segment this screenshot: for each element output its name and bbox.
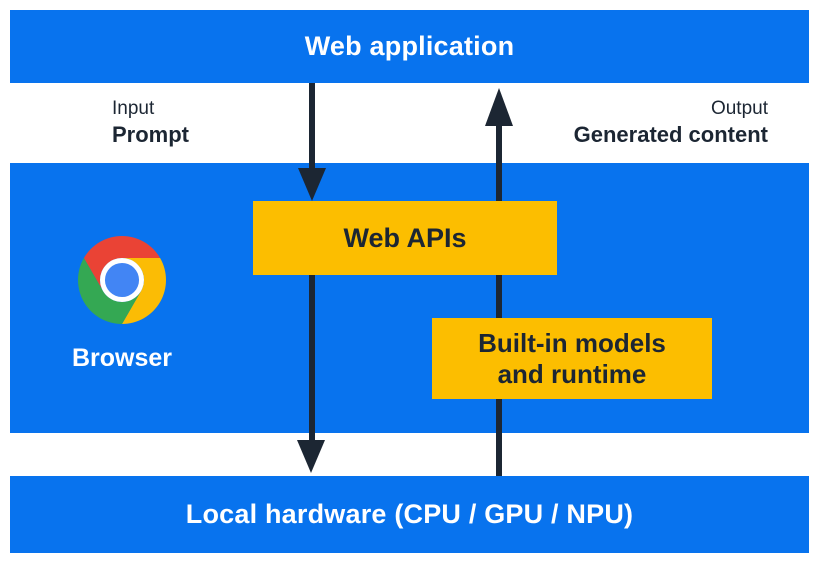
input-title: Input [112,98,155,119]
builtin-models-label-line2: and runtime [497,358,647,389]
up-arrow-line [496,126,502,476]
output-value: Generated content [573,122,768,147]
web-apis-box: Web APIs [253,201,557,275]
down-arrowhead-to-web-apis [298,168,326,201]
down-arrow-line-bottom [309,275,315,443]
up-arrowhead-to-web-application [485,88,513,126]
local-hardware-bar: Local hardware (CPU / GPU / NPU) [10,476,809,553]
chrome-logo-icon [78,236,166,324]
builtin-models-box: Built-in models and runtime [432,318,712,399]
input-label-group: Input Prompt [112,97,189,148]
output-title: Output [710,98,768,119]
down-arrow-line-top [309,83,315,170]
input-value: Prompt [112,122,189,147]
chrome-logo-svg [78,236,166,324]
output-label-group: Output Generated content [574,97,768,148]
down-arrowhead-to-hardware [297,440,325,473]
browser-label: Browser [71,344,173,372]
local-hardware-label: Local hardware (CPU / GPU / NPU) [185,499,634,529]
web-apis-label: Web APIs [343,222,467,253]
builtin-models-label-line1: Built-in models [478,327,666,358]
web-application-bar: Web application [10,10,809,83]
web-application-label: Web application [304,31,515,61]
